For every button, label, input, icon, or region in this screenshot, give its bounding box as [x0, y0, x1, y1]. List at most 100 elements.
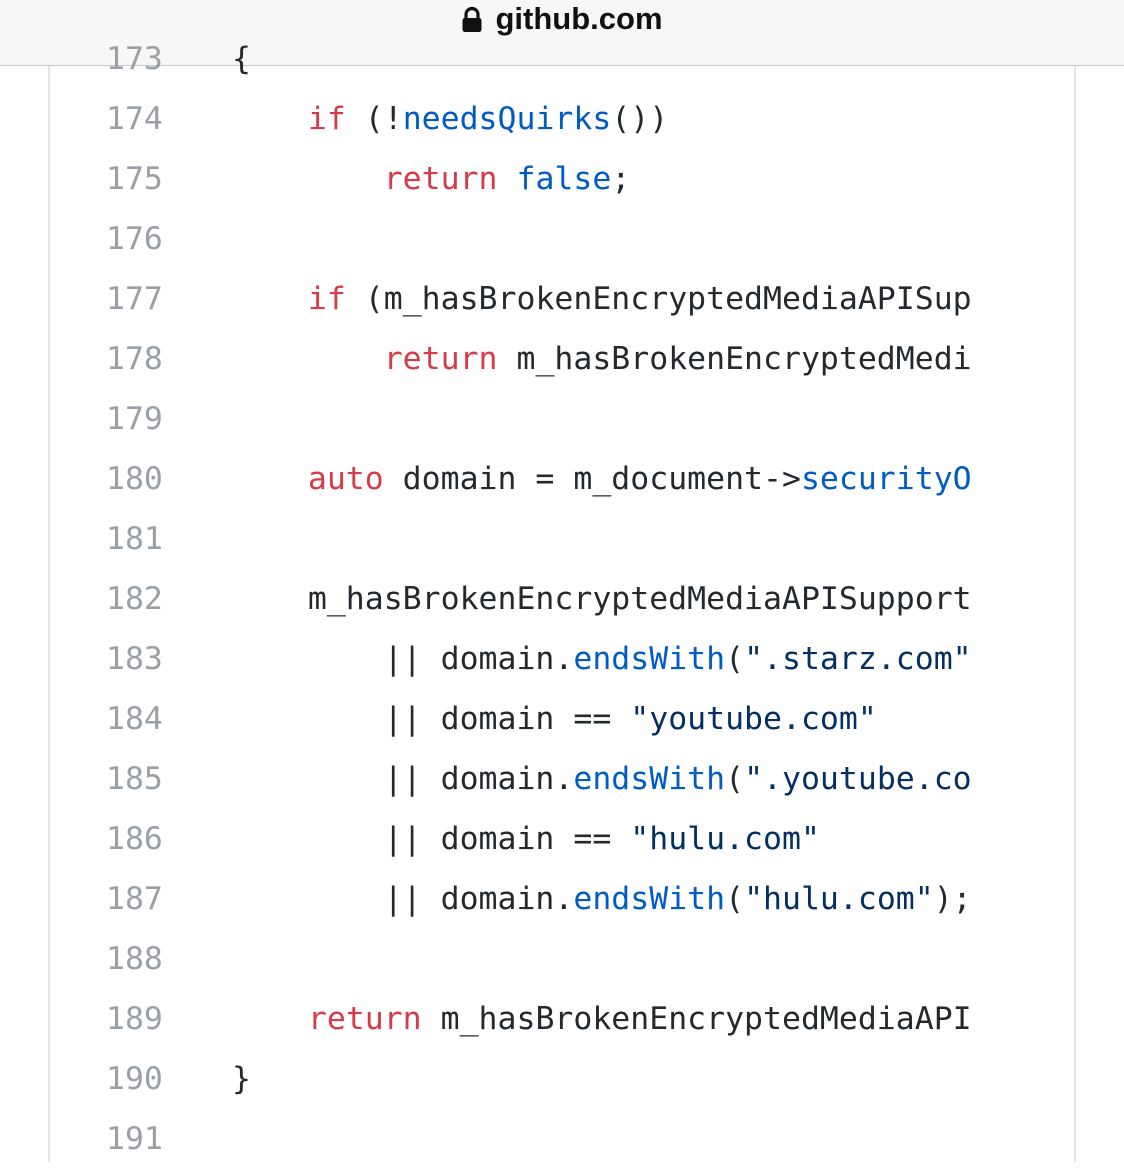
code-token: (m_hasBrokenEncryptedMediaAPISup — [345, 281, 972, 317]
code-token — [232, 1001, 308, 1037]
code-token: || domain. — [232, 761, 574, 797]
line-code: || domain == "hulu.com" — [232, 809, 820, 869]
line-number[interactable]: 190 — [106, 1061, 163, 1097]
line-code: } — [232, 1049, 251, 1109]
code-token: ".youtube.co — [744, 761, 972, 797]
code-token: return — [383, 161, 498, 197]
code-token: || domain. — [232, 881, 574, 917]
line-number[interactable]: 189 — [106, 1001, 163, 1037]
line-number[interactable]: 175 — [106, 161, 163, 197]
line-code: return m_hasBrokenEncryptedMedi — [232, 329, 972, 389]
code-token: ( — [725, 641, 745, 677]
code-token — [232, 281, 308, 317]
code-token: ( — [725, 881, 745, 917]
url-display[interactable]: github.com — [461, 0, 663, 38]
code-token: ".starz.com" — [744, 641, 972, 677]
line-number[interactable]: 184 — [106, 701, 163, 737]
line-code: || domain == "youtube.com" — [232, 689, 877, 749]
line-code: { — [232, 29, 251, 89]
code-token: endsWith — [573, 761, 726, 797]
code-line: 191 — [50, 1109, 1074, 1169]
code-token — [232, 161, 384, 197]
code-token: ()) — [611, 101, 669, 137]
code-line: 178 return m_hasBrokenEncryptedMedi — [50, 329, 1074, 389]
code-token: if — [307, 281, 346, 317]
code-line: 180 auto domain = m_document->securityO — [50, 449, 1074, 509]
code-token: } — [232, 1061, 251, 1097]
line-code: auto domain = m_document->securityO — [232, 449, 972, 509]
code-token: return — [383, 341, 498, 377]
code-line: 186 || domain == "hulu.com" — [50, 809, 1074, 869]
line-code: || domain.endsWith(".youtube.co — [232, 749, 972, 809]
url-text: github.com — [495, 1, 663, 36]
code-line: 190} — [50, 1049, 1074, 1109]
code-token: ); — [933, 881, 972, 917]
line-number[interactable]: 183 — [106, 641, 163, 677]
code-token — [232, 461, 308, 497]
line-code: return m_hasBrokenEncryptedMediaAPI — [232, 989, 972, 1049]
code-token: ; — [611, 161, 631, 197]
code-token: m_hasBrokenEncryptedMedi — [497, 341, 972, 377]
code-token: false — [516, 161, 612, 197]
code-token: return — [307, 1001, 422, 1037]
line-code: m_hasBrokenEncryptedMediaAPISupport — [232, 569, 972, 629]
code-token: "hulu.com" — [744, 881, 934, 917]
line-code: if (!needsQuirks()) — [232, 89, 668, 149]
line-number[interactable]: 178 — [106, 341, 163, 377]
code-token — [498, 161, 517, 197]
code-token: ( — [725, 761, 745, 797]
line-number[interactable]: 173 — [106, 41, 163, 77]
code-line: 174 if (!needsQuirks()) — [50, 89, 1074, 149]
code-line: 182 m_hasBrokenEncryptedMediaAPISupport — [50, 569, 1074, 629]
code-token: m_hasBrokenEncryptedMediaAPI — [421, 1001, 972, 1037]
line-number[interactable]: 174 — [106, 101, 163, 137]
code-token: "youtube.com" — [630, 701, 877, 737]
line-number[interactable]: 185 — [106, 761, 163, 797]
code-line: 183 || domain.endsWith(".starz.com" — [50, 629, 1074, 689]
code-line: 173 { — [50, 29, 1074, 89]
code-token: || domain == — [232, 701, 631, 737]
line-number[interactable]: 177 — [106, 281, 163, 317]
line-code: || domain.endsWith(".starz.com" — [232, 629, 972, 689]
code-line: 181 — [50, 509, 1074, 569]
lock-icon — [461, 6, 483, 33]
code-token: domain = m_document-> — [383, 461, 801, 497]
line-number[interactable]: 181 — [106, 521, 163, 557]
line-number[interactable]: 186 — [106, 821, 163, 857]
code-line: 189 return m_hasBrokenEncryptedMediaAPI — [50, 989, 1074, 1049]
line-code: return false; — [232, 149, 631, 209]
code-line: 175 return false; — [50, 149, 1074, 209]
code-token: endsWith — [573, 881, 726, 917]
code-token: m_hasBrokenEncryptedMediaAPISupport — [232, 581, 972, 617]
code-token: needsQuirks — [402, 101, 612, 137]
code-line: 179 — [50, 389, 1074, 449]
code-token — [232, 341, 384, 377]
code-line: 184 || domain == "youtube.com" — [50, 689, 1074, 749]
code-token: (! — [345, 101, 403, 137]
code-table: 173{174 if (!needsQuirks())175 return fa… — [50, 29, 1074, 1169]
code-line: 176 — [50, 209, 1074, 269]
code-token: auto — [307, 461, 384, 497]
line-number[interactable]: 188 — [106, 941, 163, 977]
code-token: "hulu.com" — [630, 821, 820, 857]
code-line: 177 if (m_hasBrokenEncryptedMediaAPISup — [50, 269, 1074, 329]
line-number[interactable]: 180 — [106, 461, 163, 497]
code-token: { — [232, 41, 251, 77]
code-token: || domain == — [232, 821, 631, 857]
code-token: securityO — [800, 461, 972, 497]
code-line: 187 || domain.endsWith("hulu.com"); — [50, 869, 1074, 929]
line-number[interactable]: 191 — [106, 1121, 163, 1157]
address-bar[interactable]: github.com — [0, 0, 1124, 66]
code-viewer[interactable]: 173{174 if (!needsQuirks())175 return fa… — [48, 41, 1076, 1162]
line-number[interactable]: 187 — [106, 881, 163, 917]
code-token: endsWith — [573, 641, 726, 677]
line-number[interactable]: 182 — [106, 581, 163, 617]
line-number[interactable]: 179 — [106, 401, 163, 437]
line-code: || domain.endsWith("hulu.com"); — [232, 869, 972, 929]
line-code: if (m_hasBrokenEncryptedMediaAPISup — [232, 269, 972, 329]
code-token: if — [307, 101, 346, 137]
code-line: 185 || domain.endsWith(".youtube.co — [50, 749, 1074, 809]
line-number[interactable]: 176 — [106, 221, 163, 257]
code-token: || domain. — [232, 641, 574, 677]
code-token — [232, 101, 308, 137]
